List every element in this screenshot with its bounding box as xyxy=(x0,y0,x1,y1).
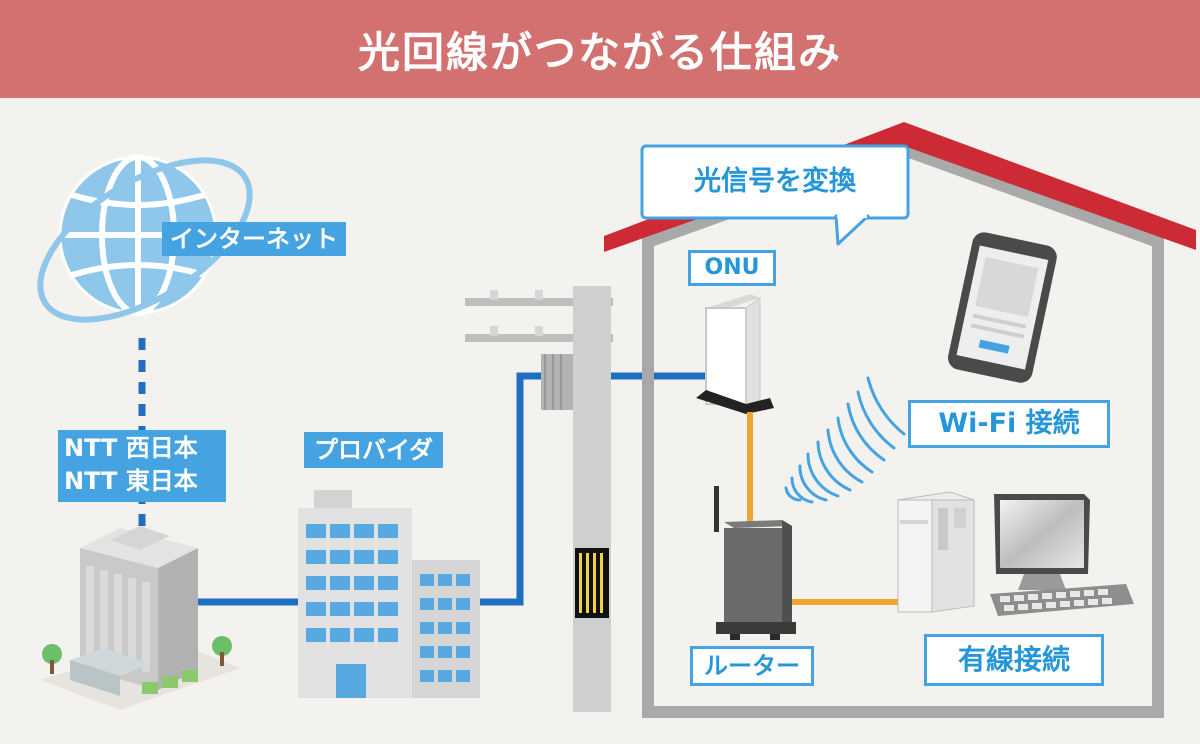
optical-conversion-label: 光信号を変換 xyxy=(694,166,856,197)
desktop-pc-icon xyxy=(897,491,1134,616)
wifi-waves-icon xyxy=(784,376,906,504)
ntt-east-label: NTT 東日本 xyxy=(64,467,198,495)
ntt-west-label: NTT 西日本 xyxy=(64,434,198,462)
utility-pole-icon xyxy=(465,286,613,712)
onu-label: ONU xyxy=(688,250,776,286)
wifi-connection-label: Wi-Fi 接続 xyxy=(908,400,1110,448)
speech-bubble xyxy=(640,144,910,246)
internet-label: インターネット xyxy=(162,222,346,256)
page-title: 光回線がつながる仕組み xyxy=(357,27,842,77)
ntt-label-box: NTT 西日本 NTT 東日本 xyxy=(58,430,226,502)
provider-building-icon xyxy=(298,490,480,698)
ntt-building-icon xyxy=(40,526,240,710)
onu-device-icon xyxy=(696,294,774,414)
router-icon xyxy=(714,486,796,640)
wired-connection-label: 有線接続 xyxy=(924,634,1104,686)
provider-label: プロバイダ xyxy=(304,432,444,468)
router-label: ルーター xyxy=(690,646,814,686)
title-bar: 光回線がつながる仕組み xyxy=(0,0,1200,98)
smartphone-icon xyxy=(948,232,1057,383)
globe-icon xyxy=(37,154,253,323)
